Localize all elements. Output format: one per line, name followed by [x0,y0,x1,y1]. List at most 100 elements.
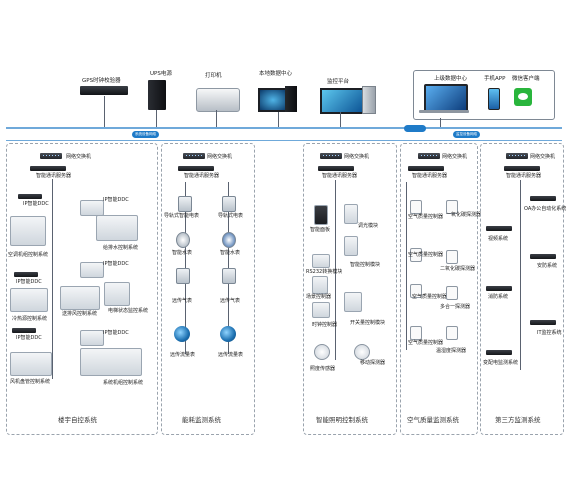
bas-ddc4-device [80,262,104,278]
air-s4-label: 温湿度探测器 [436,348,467,354]
bas-vent-device [60,286,100,310]
energy-g1-device [176,268,190,284]
lighting-switch-label: 网络交换机 [344,154,370,160]
lighting-title: 智能照明控制系统 [316,416,368,424]
top-drop-5 [340,112,341,127]
air-c1-device [410,200,422,214]
laptop-base [419,110,469,113]
air-c4-label: 空气质量控制器 [408,340,444,346]
energy-g2-label: 远传气表 [220,298,241,304]
third-it-device [530,320,556,325]
bas-trunk [52,179,53,379]
air-s1-label: 一氧化碳探测器 [446,212,482,218]
cloud-mid [404,125,426,132]
lighting-dimmer-device [344,204,358,224]
lighting-motion-label: 移动探测器 [360,360,386,366]
bas-parking-device [80,348,142,376]
bas-parking-label: 系统机组控制系统 [103,380,144,386]
lighting-rs232-device [312,254,330,268]
air-s2-device [446,250,458,264]
bas-ddc6-device [80,330,104,346]
energy-f1-device [174,326,190,342]
energy-e2-device [222,196,236,212]
third-fire-label: 消防系统 [488,294,509,300]
bas-ddc5-label: IP智能DDC [16,335,42,341]
third-oa-label: OA办公自动化系统 [524,206,567,212]
lighting-trunk [335,180,336,360]
energy-server-label: 智能通讯服务器 [184,173,220,179]
panel-third [480,143,564,435]
third-title: 第三方监测系统 [495,416,541,424]
third-trunk [520,180,521,370]
panel-lighting [303,143,397,435]
third-switch [506,153,528,159]
panel-energy [161,143,255,435]
bas-water-label: 给排水控制系统 [103,245,139,251]
lighting-switchmod-device [344,292,362,312]
air-c2-device [410,248,422,262]
energy-g1-label: 远传气表 [172,298,193,304]
lighting-panel-device [314,205,328,225]
energy-w1-device [176,232,190,248]
lighting-panel-label: 智能面板 [310,227,331,233]
top-drop-3 [216,110,217,127]
third-server-label: 智能通讯服务器 [506,173,542,179]
energy-f2-label: 远传流量表 [218,352,244,358]
bas-switch-label: 网络交换机 [66,154,92,160]
lighting-timer-label: 时钟控制器 [312,322,338,328]
bas-ddc3-label: IP智能DDC [16,279,42,285]
bas-fresh-device [10,288,48,312]
panel-bas [6,143,158,435]
air-switch-label: 网络交换机 [442,154,468,160]
ups-label: UPS电源 [150,71,172,77]
air-s1-device [446,200,458,214]
air-title: 空气质量监测系统 [407,416,459,424]
upper-center-label: 上级数据中心 [434,76,468,82]
energy-switch-label: 网络交换机 [207,154,233,160]
top-drop-4 [278,112,279,127]
lighting-server [318,166,354,171]
bas-ddc1-label: IP智能DDC [23,201,49,207]
energy-w2-device [222,232,236,248]
air-server [408,166,444,171]
printer-label: 打印机 [205,73,222,79]
air-switch [418,153,440,159]
lighting-relay-device [344,236,358,256]
bas-water-device [96,215,138,241]
lighting-relay-label: 智能控制模块 [350,262,381,268]
energy-server [178,166,214,171]
remote-box [413,70,555,120]
air-c3-label: 空气质量控制器 [412,294,448,300]
bas-title: 楼宇自控系统 [58,416,97,424]
third-security-label: 安防系统 [537,263,558,269]
lighting-dimmer-label: 调光模块 [358,223,379,229]
bas-server [30,166,66,171]
lighting-switchmod-label: 开关量控制模块 [350,320,386,326]
bas-elevator-device [104,282,130,306]
lighting-illum-label: 照度传感器 [310,366,336,372]
bas-ddc5-device [12,328,36,333]
air-s4-device [446,326,458,340]
laptop-screen [424,84,468,112]
bas-vent-label: 送排风控制系统 [62,311,98,317]
bas-ddc2-device [80,200,104,216]
bas-switch [40,153,62,159]
third-power-label: 变配电监测系统 [483,360,519,366]
air-s2-label: 二氧化碳探测器 [440,266,476,272]
ups-device [148,80,166,110]
monitor-tower [362,86,376,114]
energy-w1-label: 智能水表 [172,250,193,256]
backbone-bus-lower [6,140,562,141]
bas-ddc4-label: IP智能DDC [103,261,129,267]
lighting-motion-device [354,344,370,360]
lighting-scene-label: 场景控制器 [306,294,332,300]
wechat-label: 微信客户端 [512,76,540,82]
third-video-label: 视频系统 [488,236,509,242]
bas-fan-label: 风机盘管控制系统 [10,379,51,385]
bas-server-label: 智能通讯服务器 [36,173,72,179]
bas-ddc3-device [14,272,38,277]
local-center-tower [285,86,297,112]
phone-app-label: 手机APP [484,76,506,82]
air-s3-label: 多合一探测器 [440,304,471,310]
air-c4-device [410,326,422,340]
